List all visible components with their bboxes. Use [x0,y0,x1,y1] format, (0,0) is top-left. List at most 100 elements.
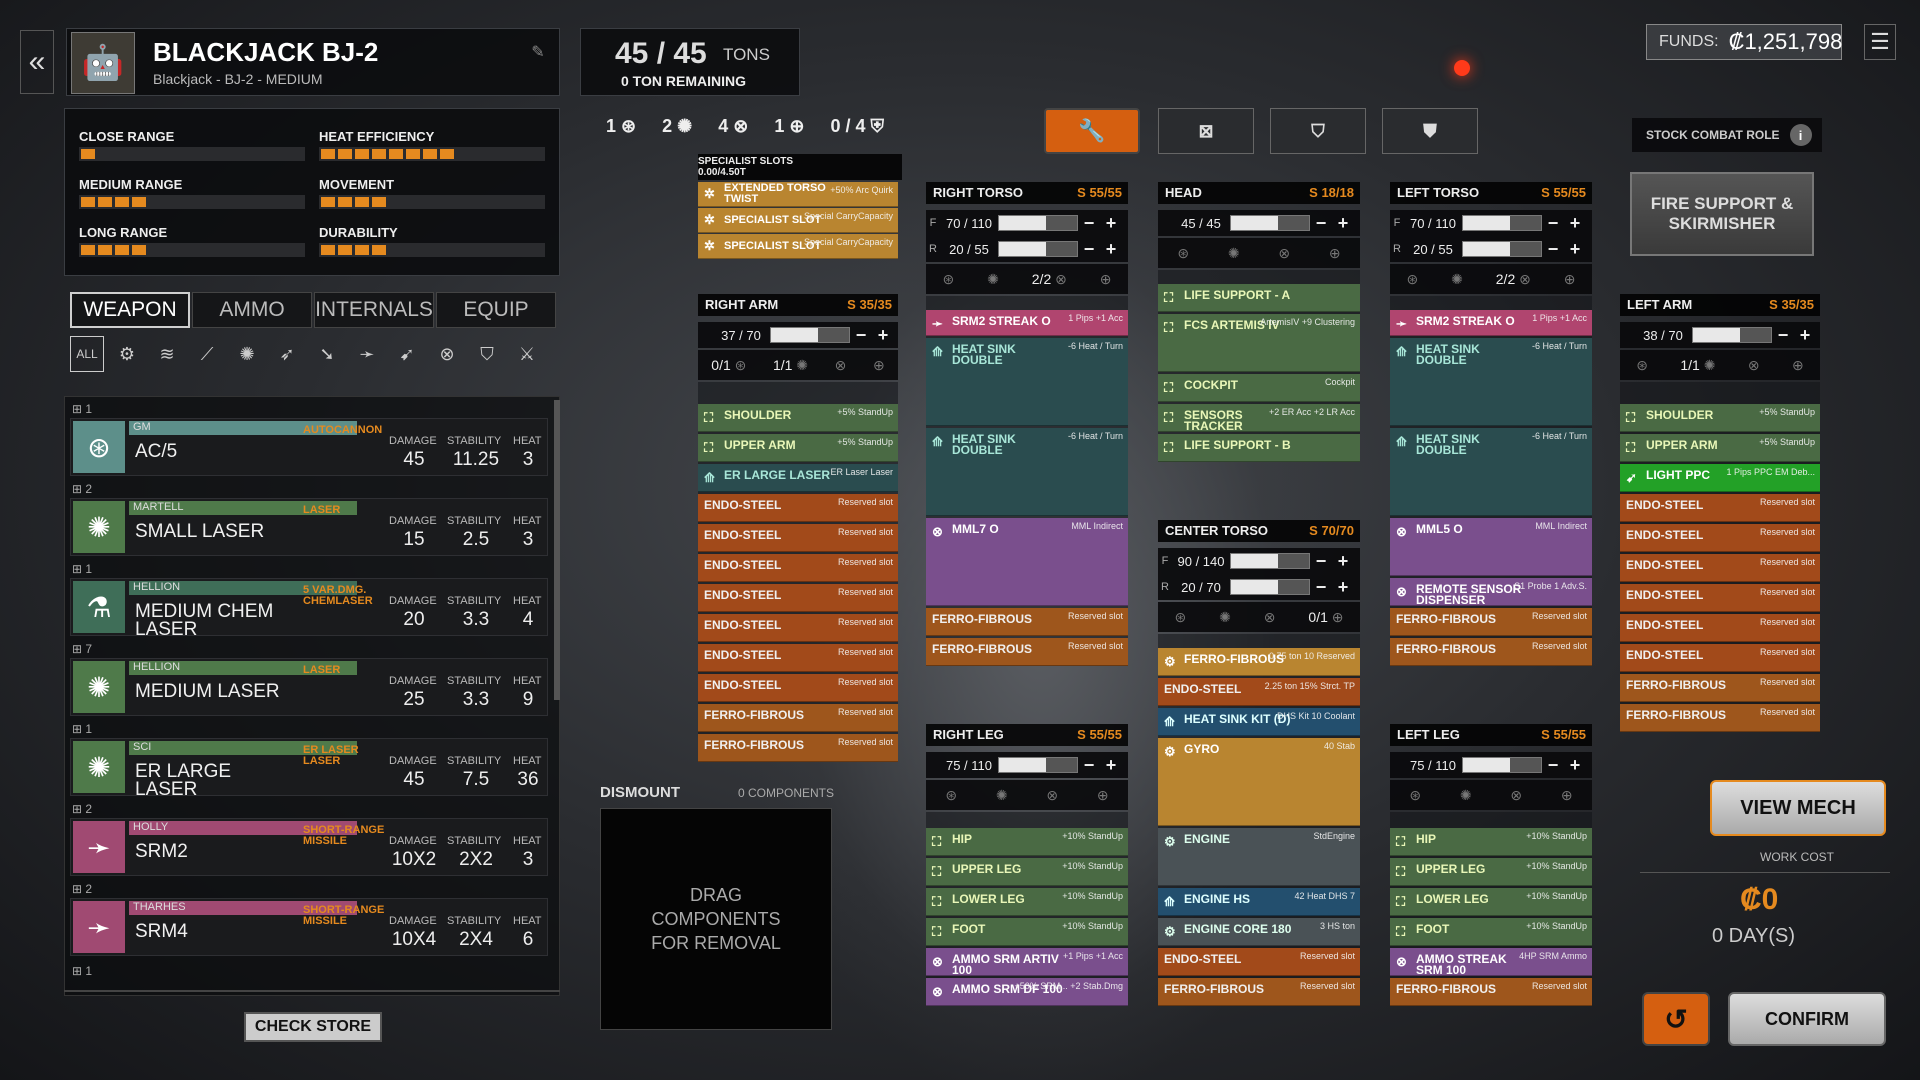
component-slot[interactable]: ⊗AMMO SRM ARTIV 100+1 Pips +1 Acc [926,948,1128,976]
armor-minus-button[interactable]: − [1315,550,1327,571]
edit-icon[interactable]: ✎ [531,44,545,61]
filter-srm-icon[interactable]: ➛ [359,343,375,364]
filter-ballistic-icon[interactable]: ⚙ [118,343,136,364]
filter-lrm-icon[interactable]: ➶ [279,343,295,364]
max-armor-button[interactable]: ⛊ [1382,108,1478,154]
component-slot[interactable]: ⛶LOWER LEG+10% StandUp [926,888,1128,916]
filter-all-icon[interactable]: ALL [70,336,104,372]
component-slot[interactable]: ⛶SENSORS TRACKER+2 ER Acc +2 LR Acc [1158,404,1360,432]
armor-bar[interactable] [1462,215,1542,231]
customize-tool-button[interactable]: 🔧 [1044,108,1140,154]
armor-minus-button[interactable]: − [855,324,867,345]
filter-support-icon[interactable]: ⊗ [439,343,455,364]
tab-internals[interactable]: INTERNALS [314,292,434,328]
armor-minus-button[interactable]: − [1547,754,1559,775]
weapon-list-scrollbar[interactable] [554,400,560,700]
back-button[interactable]: « [20,30,54,94]
armor-plus-button[interactable]: + [1337,576,1349,597]
armor-bar[interactable] [1230,579,1310,595]
armor-bar[interactable] [1230,553,1310,569]
info-icon[interactable]: i [1789,124,1812,146]
filter-gauss-icon[interactable]: ⟋ [200,343,214,364]
armor-bar[interactable] [1462,757,1542,773]
component-slot[interactable]: ⛶UPPER ARM+5% StandUp [698,434,898,462]
tab-weapon[interactable]: WEAPON [70,292,190,328]
specialist-slot[interactable]: ✲EXTENDED TORSO TWIST+50% Arc Quirk [698,182,898,207]
armor-bar[interactable] [770,327,850,343]
armor-minus-button[interactable]: − [1547,238,1559,259]
filter-melee-icon[interactable]: ⚔ [518,343,536,364]
armor-bar[interactable] [998,757,1078,773]
menu-button[interactable]: ☰ [1864,24,1896,60]
component-slot[interactable]: ⟰HEAT SINK DOUBLE-6 Heat / Turn [926,338,1128,426]
armor-minus-button[interactable]: − [1777,324,1789,345]
component-slot[interactable]: ⛶UPPER LEG+10% StandUp [1390,858,1592,886]
clear-armor-button[interactable]: ⛉ [1270,108,1366,154]
armor-plus-button[interactable]: + [1569,754,1581,775]
component-slot[interactable]: ⛶SHOULDER+5% StandUp [1620,404,1820,432]
undo-button[interactable]: ↺ [1642,992,1710,1046]
component-slot[interactable]: ⛶FOOT+10% StandUp [1390,918,1592,946]
confirm-button[interactable]: CONFIRM [1728,992,1886,1046]
armor-minus-button[interactable]: − [1547,212,1559,233]
armor-bar[interactable] [1692,327,1772,343]
component-slot[interactable]: ⟰HEAT SINK DOUBLE-6 Heat / Turn [1390,338,1592,426]
filter-flamer-icon[interactable]: ≋ [159,343,175,364]
component-slot[interactable]: ⛶UPPER ARM+5% StandUp [1620,434,1820,462]
armor-minus-button[interactable]: − [1315,212,1327,233]
armor-plus-button[interactable]: + [877,324,889,345]
armor-plus-button[interactable]: + [1799,324,1811,345]
component-slot[interactable]: ⛶LOWER LEG+10% StandUp [1390,888,1592,916]
view-mech-button[interactable]: VIEW MECH [1710,780,1886,836]
armor-plus-button[interactable]: + [1337,212,1349,233]
component-slot[interactable]: ⛶LIFE SUPPORT - A [1158,284,1360,312]
armor-bar[interactable] [1230,215,1310,231]
dismount-dropzone[interactable]: DRAG COMPONENTS FOR REMOVAL [600,808,832,1030]
armor-bar[interactable] [998,241,1078,257]
tab-equip[interactable]: EQUIP [436,292,556,328]
armor-plus-button[interactable]: + [1337,550,1349,571]
component-slot[interactable]: ⟰HEAT SINK DOUBLE-6 Heat / Turn [1390,428,1592,516]
armor-minus-button[interactable]: − [1083,754,1095,775]
armor-minus-button[interactable]: − [1315,576,1327,597]
armor-plus-button[interactable]: + [1569,212,1581,233]
